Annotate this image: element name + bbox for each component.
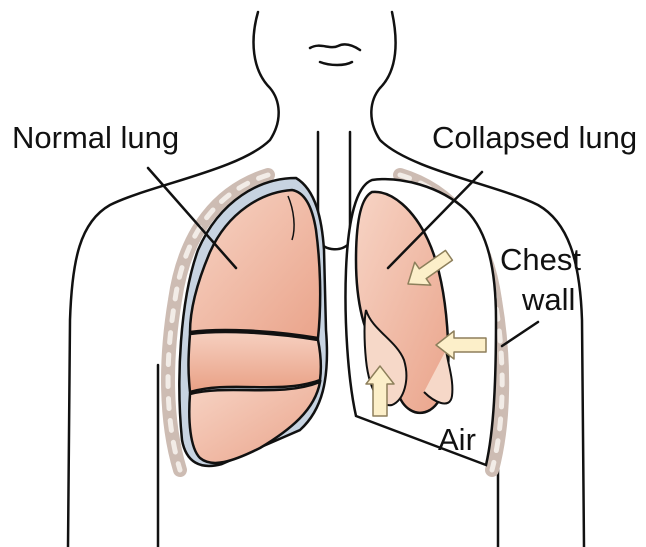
collapsed-lung-label: Collapsed lung (432, 120, 637, 155)
normal-lung-label: Normal lung (12, 120, 179, 155)
chest-wall-label-line1: Chest (500, 242, 581, 277)
chest-wall-pointer (502, 322, 538, 346)
chin (320, 62, 352, 65)
normal-lung-middle-lobe (189, 332, 321, 392)
chest-wall-label-line2: wall (521, 282, 575, 317)
body-outline (68, 12, 584, 547)
air-label: Air (438, 422, 476, 457)
mouth (310, 44, 360, 50)
